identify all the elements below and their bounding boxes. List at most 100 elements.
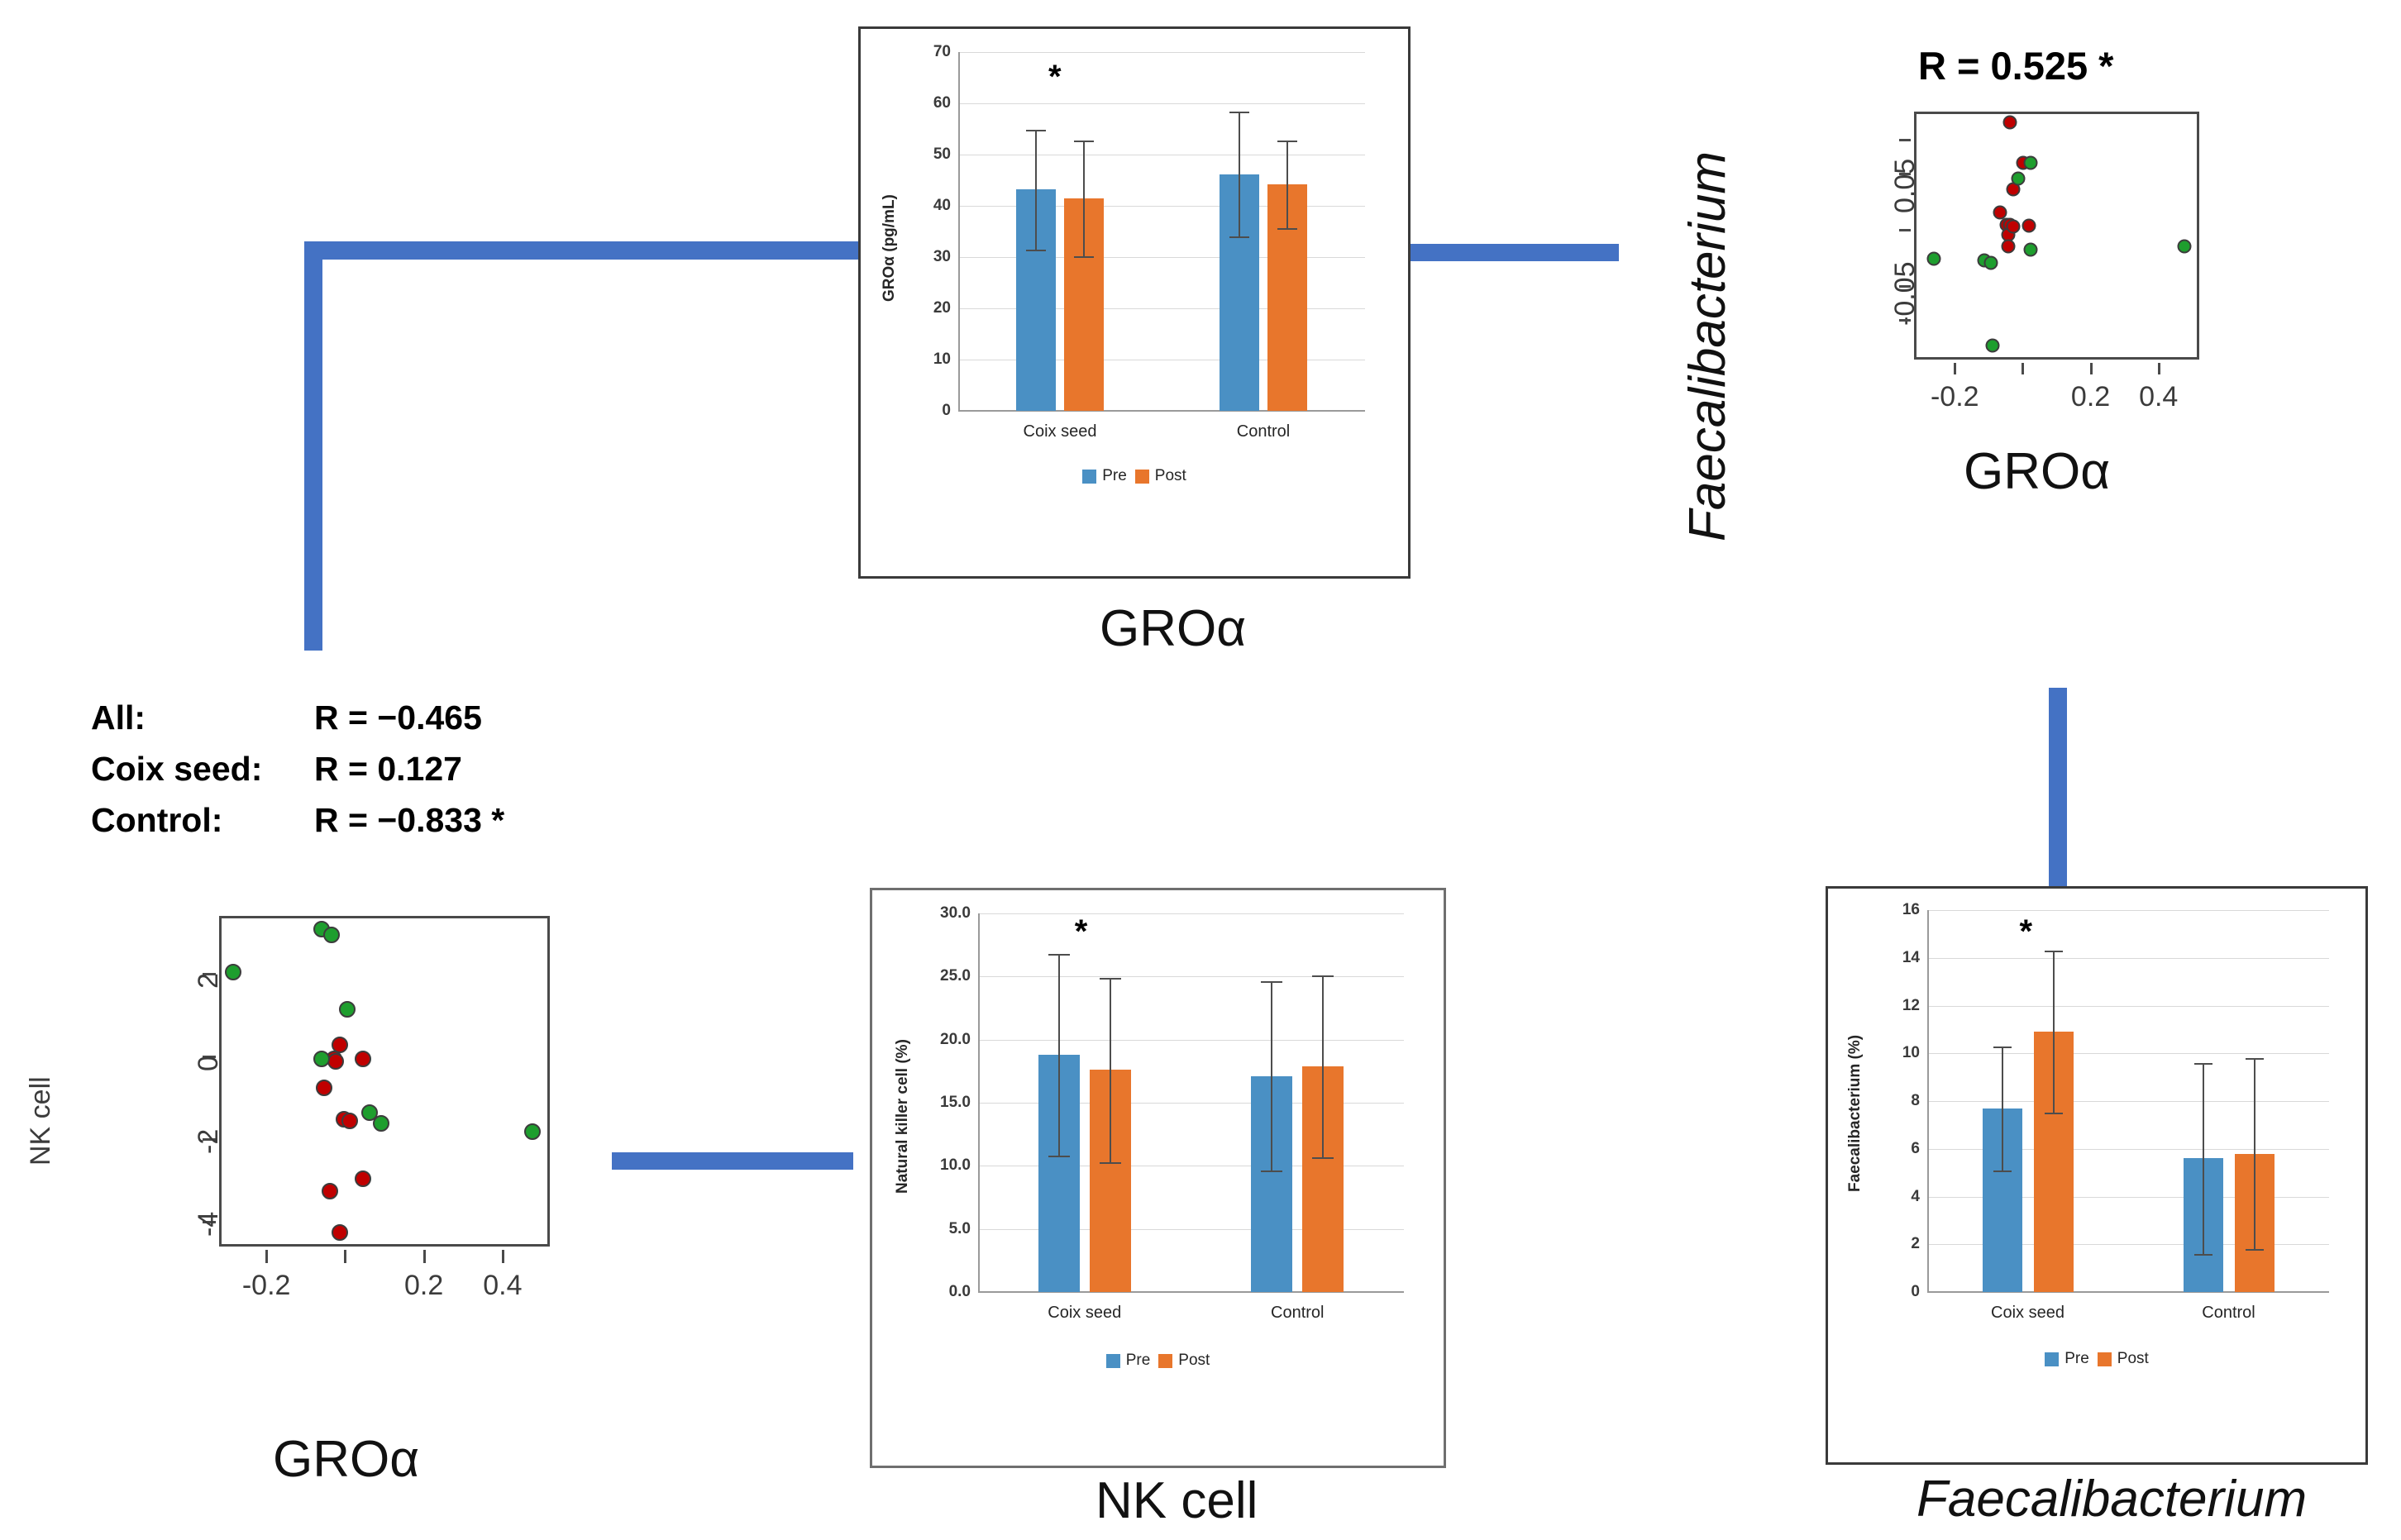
faecalibacterium-vertical-label: Faecalibacterium	[1679, 150, 1736, 541]
nk-cell-bottom-label: NK cell	[1095, 1472, 1258, 1529]
error-bar-cap	[1026, 249, 1046, 251]
error-bar-cap	[1099, 977, 1121, 980]
bar-chart-gridline	[978, 976, 1404, 978]
scatter-x-tick-label: 0.4	[2139, 381, 2179, 412]
scatter-y-tick-label: -4	[193, 1211, 224, 1237]
error-bar-cap	[1048, 1156, 1070, 1158]
significance-asterisk: *	[2019, 913, 2033, 950]
scatter-point-control	[225, 964, 242, 980]
error-bar-cap	[1312, 1156, 1334, 1159]
error-bar-cap	[2245, 1058, 2264, 1061]
bar-chart-ylabel: GROα (pg/mL)	[881, 194, 898, 302]
scatter-point-control	[2011, 171, 2026, 186]
bar-chart-ytick-label: 5.0	[948, 1219, 971, 1237]
scatter-point-control	[372, 1114, 389, 1132]
error-bar-cap	[1993, 1170, 2012, 1172]
legend-swatch-post	[1158, 1353, 1173, 1368]
bar-chart-ytick-label: 20.0	[940, 1030, 971, 1048]
legend-item-post: Post	[1158, 1352, 1210, 1370]
error-bar-cap	[2044, 951, 2063, 953]
bar-chart-gridline	[958, 103, 1365, 104]
scatter-point-coix-seed	[341, 1113, 358, 1129]
scatter-y-tick-label: 0.05	[1889, 158, 1921, 213]
error-bar-cap	[1099, 1161, 1121, 1164]
correlation-group-label: Control:	[91, 801, 223, 839]
scatter-x-tick	[1954, 363, 1957, 374]
scatter-x-tick	[344, 1250, 347, 1263]
bar-chart-y-axis	[958, 52, 960, 411]
scatter-y-tick	[1899, 173, 1911, 175]
scatter-point-coix-seed	[2022, 218, 2036, 233]
error-bar	[1271, 981, 1273, 1171]
error-bar-cap	[2044, 1113, 2063, 1115]
error-bar	[2202, 1062, 2204, 1254]
scatter-point-control	[2023, 242, 2038, 257]
bar-chart-ytick-label: 0.0	[948, 1283, 971, 1300]
bar-chart-category-label: Control	[1271, 1304, 1325, 1322]
bar-chart-legend: Pre Post	[872, 1352, 1444, 1370]
scatter-point-coix-seed	[315, 1080, 332, 1096]
error-bar-cap	[1261, 981, 1283, 984]
scatter-y-tick	[1899, 139, 1911, 142]
legend-item-pre: Pre	[1082, 467, 1127, 485]
bar-chart-gridline	[1927, 910, 2329, 911]
bar-chart-gridline	[1927, 1244, 2329, 1246]
connector-nkscatter-to-groa-horizontal	[304, 241, 860, 260]
nk-scatter-xlabel: GROα	[273, 1431, 420, 1488]
legend-item-pre: Pre	[2045, 1350, 2089, 1368]
nk-scatter-ylabel: NK cell	[25, 1076, 56, 1166]
bar-chart-category-label: Coix seed	[1048, 1304, 1122, 1322]
scatter-y-tick-label: 2	[193, 973, 224, 989]
bar-chart-ytick-label: 4	[1911, 1187, 1920, 1205]
scatter-y-tick	[203, 1138, 216, 1141]
scatter-x-tick	[265, 1250, 269, 1263]
groa-center-label: GROα	[1100, 600, 1247, 657]
bar-chart-gridline	[1927, 1196, 2329, 1198]
scatter-y-tick-label: -2	[193, 1128, 224, 1154]
scatter-point-coix-seed	[321, 1183, 338, 1199]
connector-faecalibacterium-scatter-to-bar	[2049, 688, 2067, 904]
legend-label: Pre	[1125, 1352, 1151, 1369]
bar-chart-gridline	[958, 206, 1365, 207]
bar-chart-ytick-label: 70	[933, 43, 951, 60]
scatter-point-coix-seed	[331, 1224, 348, 1241]
bar-chart-axis-line	[978, 1291, 1404, 1293]
bar-chart-ylabel: Faecalibacterium (%)	[1846, 1034, 1864, 1192]
bar-chart-gridline	[958, 52, 1365, 53]
scatter-y-tick	[203, 1056, 216, 1058]
correlation-row: All: R = −0.465	[91, 698, 504, 750]
bar-chart-ytick-label: 2	[1911, 1235, 1920, 1253]
scatter-point-control	[2177, 239, 2192, 254]
legend-swatch-post	[2097, 1352, 2112, 1366]
error-bar-cap	[1277, 227, 1297, 230]
scatter-x-tick-label: 0.2	[2070, 381, 2111, 412]
bar-chart-gridline	[1927, 1101, 2329, 1102]
error-bar	[1057, 953, 1060, 1156]
bar-chart-gridline	[978, 1039, 1404, 1041]
bar-chart-ytick-label: 30	[933, 248, 951, 265]
bar-chart-ytick-label: 40	[933, 197, 951, 214]
scatter-y-tick-label: 0	[193, 1056, 224, 1071]
scatter-point-coix-seed	[331, 1036, 348, 1053]
scatter-x-tick-label: -0.2	[1930, 381, 1979, 412]
bar-chart-y-axis	[1927, 910, 1929, 1292]
bar-chart-ytick-label: 10.0	[940, 1156, 971, 1175]
bar-chart-category-label: Coix seed	[1991, 1304, 2064, 1322]
error-bar-cap	[2193, 1253, 2212, 1256]
correlation-group-label: All:	[91, 698, 146, 737]
bar-chart-ytick-label: 0	[942, 402, 951, 419]
bar-chart-gridline	[1927, 1148, 2329, 1150]
scatter-point-control	[313, 1051, 331, 1067]
significance-asterisk: *	[1074, 913, 1088, 950]
scatter-x-tick	[501, 1250, 504, 1263]
scatter-y-tick	[1899, 319, 1911, 322]
bar-chart-gridline	[978, 1228, 1404, 1230]
scatter-y-tick	[1899, 229, 1911, 232]
legend-label: Post	[1154, 467, 1186, 484]
scatter-x-tick	[2089, 363, 2093, 374]
scatter-x-tick-label: -0.2	[241, 1270, 291, 1301]
